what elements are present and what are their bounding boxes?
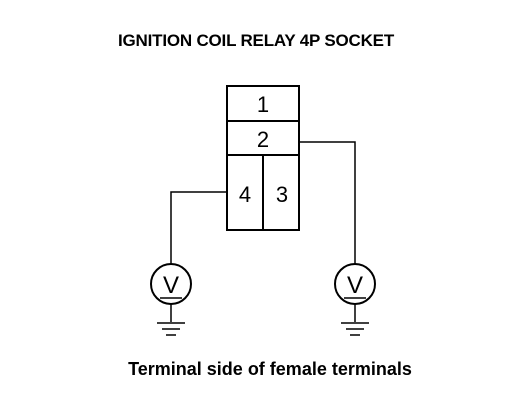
connector-4p	[226, 85, 300, 231]
diagram-caption: Terminal side of female terminals	[128, 359, 412, 379]
voltmeter-right	[334, 263, 376, 322]
terminal-1-label: 1	[257, 92, 269, 117]
voltmeter-left-symbol: V	[163, 272, 179, 299]
ground-left	[157, 322, 185, 336]
voltmeter-right-symbol: V	[347, 272, 363, 299]
diagram-title: IGNITION COIL RELAY 4P SOCKET	[117, 31, 395, 50]
terminal-3-label: 3	[276, 182, 288, 207]
voltmeter-left	[150, 263, 192, 322]
terminal-2-label: 2	[257, 127, 269, 152]
wire-terminal-4	[170, 191, 227, 264]
ground-right	[341, 322, 369, 336]
terminal-4-label: 4	[239, 182, 251, 207]
wire-terminal-2	[299, 141, 356, 264]
